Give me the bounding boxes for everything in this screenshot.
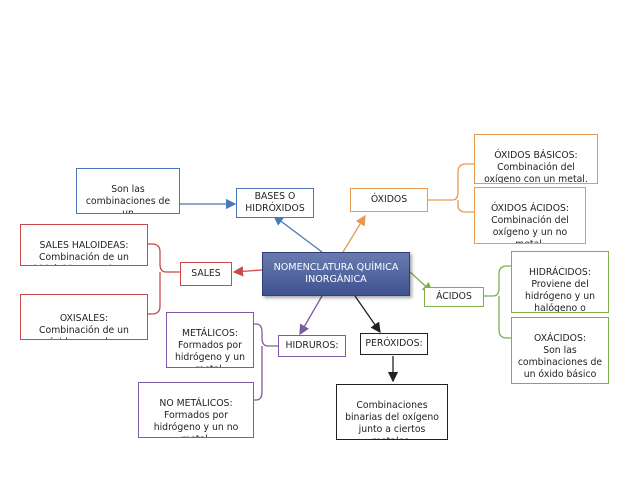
bracket-sales (148, 243, 180, 315)
oxidos-acidos-text: ÓXIDOS ÁCIDOS: Combinación del oxígeno y… (490, 203, 570, 243)
arrow-center-to-hidruros (299, 295, 323, 336)
oxidos-box: ÓXIDOS (350, 188, 428, 212)
oxisales-box: OXISALES: Combinación de un oxácido y un… (20, 294, 148, 340)
bases-definition-box: Son las combinaciones de un óxido básico… (76, 168, 180, 214)
hidruros-no-metalicos-text: NO METÁLICOS: Formados por hidrógeno y u… (153, 398, 239, 437)
central-topic-text: NOMENCLATURA QUÍMICA INORGÁNICA (273, 262, 399, 285)
peroxidos-definition-text: Combinaciones binarias del oxígeno junto… (345, 400, 439, 439)
sales-haloideas-box: SALES HALOIDEAS: Combinación de un hidrá… (20, 224, 148, 266)
sales-box: SALES (180, 262, 232, 286)
hidruros-no-metalicos-box: NO METÁLICOS: Formados por hidrógeno y u… (138, 382, 254, 438)
arrow-center-to-peroxidos (354, 295, 381, 334)
oxacidos-box: OXÁCIDOS: Son las combinaciones de un óx… (511, 317, 609, 384)
bases-hidroxidos-label: BASES O HIDRÓXIDOS (245, 191, 305, 214)
arrow-center-to-sales (232, 266, 263, 277)
central-topic-box: NOMENCLATURA QUÍMICA INORGÁNICA (262, 252, 410, 296)
hidracidos-box: HIDRÁCIDOS: Proviene del hidrógeno y un … (511, 251, 609, 313)
hidruros-metalicos-text: METÁLICOS: Formados por hidrógeno y un m… (174, 328, 246, 367)
sales-haloideas-text: SALES HALOIDEAS: Combinación de un hidrá… (34, 240, 134, 265)
bracket-oxidos (428, 163, 474, 213)
oxidos-acidos-box: ÓXIDOS ÁCIDOS: Combinación del oxígeno y… (474, 187, 586, 244)
hidruros-label: HIDRUROS: (285, 340, 339, 351)
oxidos-basicos-box: ÓXIDOS BÁSICOS: Combinación del oxígeno … (474, 134, 598, 184)
oxisales-text: OXISALES: Combinación de un oxácido y un… (38, 313, 131, 339)
bases-definition-text: Son las combinaciones de un óxido básico… (85, 184, 171, 214)
bracket-acidos (484, 265, 511, 339)
hidracidos-text: HIDRÁCIDOS: Proviene del hidrógeno y un … (524, 267, 596, 313)
hidruros-box: HIDRUROS: (278, 335, 346, 357)
peroxidos-definition-box: Combinaciones binarias del oxígeno junto… (336, 384, 448, 440)
bases-hidroxidos-box: BASES O HIDRÓXIDOS (236, 188, 314, 218)
arrow-center-to-bases (272, 215, 323, 253)
bracket-hidruros (254, 323, 278, 401)
peroxidos-box: PERÓXIDOS: (360, 333, 428, 355)
acidos-label: ÁCIDOS (436, 291, 472, 302)
oxidos-label: ÓXIDOS (370, 194, 408, 205)
oxacidos-text: OXÁCIDOS: Son las combinaciones de un óx… (517, 333, 603, 383)
oxidos-basicos-text: ÓXIDOS BÁSICOS: Combinación del oxígeno … (484, 150, 588, 184)
arrow-center-to-oxidos (342, 214, 366, 253)
hidruros-metalicos-box: METÁLICOS: Formados por hidrógeno y un m… (166, 312, 254, 368)
sales-label: SALES (191, 268, 221, 279)
acidos-box: ÁCIDOS (424, 287, 484, 307)
peroxidos-label: PERÓXIDOS: (365, 338, 423, 349)
